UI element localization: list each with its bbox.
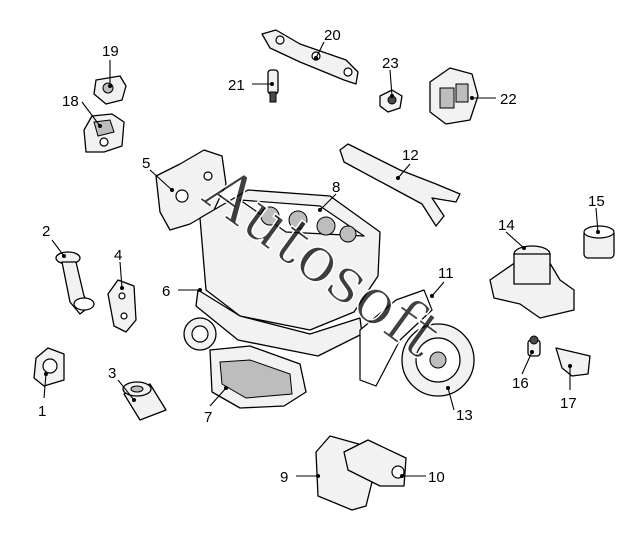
callout-3: 3 [108,365,116,382]
callout-10: 10 [428,469,445,486]
part-14-thermostat-housing [489,245,575,319]
part-1-engine-mount [33,347,65,387]
callout-18: 18 [62,93,79,110]
callout-16: 16 [512,375,529,392]
callout-8: 8 [332,179,340,196]
callout-19: 19 [102,43,119,60]
callout-22: 22 [500,91,517,108]
callout-17: 17 [560,395,577,412]
callout-23: 23 [382,55,399,72]
callout-4: 4 [114,247,122,264]
part-10-support [343,439,407,487]
callout-21: 21 [228,77,245,94]
part-6-lower-crankcase [183,289,363,357]
callout-13: 13 [456,407,473,424]
part-23-sensor [379,89,403,113]
part-7-oil-pan [209,345,307,409]
part-5-timing-cover [155,149,227,231]
part-17-hose-outlet [555,347,591,377]
callout-14: 14 [498,217,515,234]
leader-lines [43,41,600,478]
callout-12: 12 [402,147,419,164]
part-3-oil-filter [122,381,167,421]
callout-20: 20 [324,27,341,44]
part-16-temp-sensor [527,335,541,357]
callout-2: 2 [42,223,50,240]
part-18-engine-mount [83,113,125,153]
part-21-injector [267,69,279,103]
part-8-cylinder-block [199,189,381,331]
part-15-cap [583,225,615,259]
part-2-dipstick-tube [55,251,95,315]
callout-15: 15 [588,193,605,210]
part-13-water-pump [401,323,475,397]
part-11-gasket [359,289,433,387]
callout-5: 5 [142,155,150,172]
callout-11: 11 [438,265,454,282]
callout-9: 9 [280,469,288,486]
part-12-coolant-pipe [339,143,461,227]
callout-7: 7 [204,409,212,426]
callout-1: 1 [38,403,46,420]
callout-labels: 19 18 20 21 23 22 5 12 8 15 14 2 4 11 6 … [38,27,605,486]
part-22-throttle-module [429,67,479,125]
part-4-bracket [107,279,137,333]
callout-6: 6 [162,283,170,300]
part-19-mount-bracket [93,75,127,105]
